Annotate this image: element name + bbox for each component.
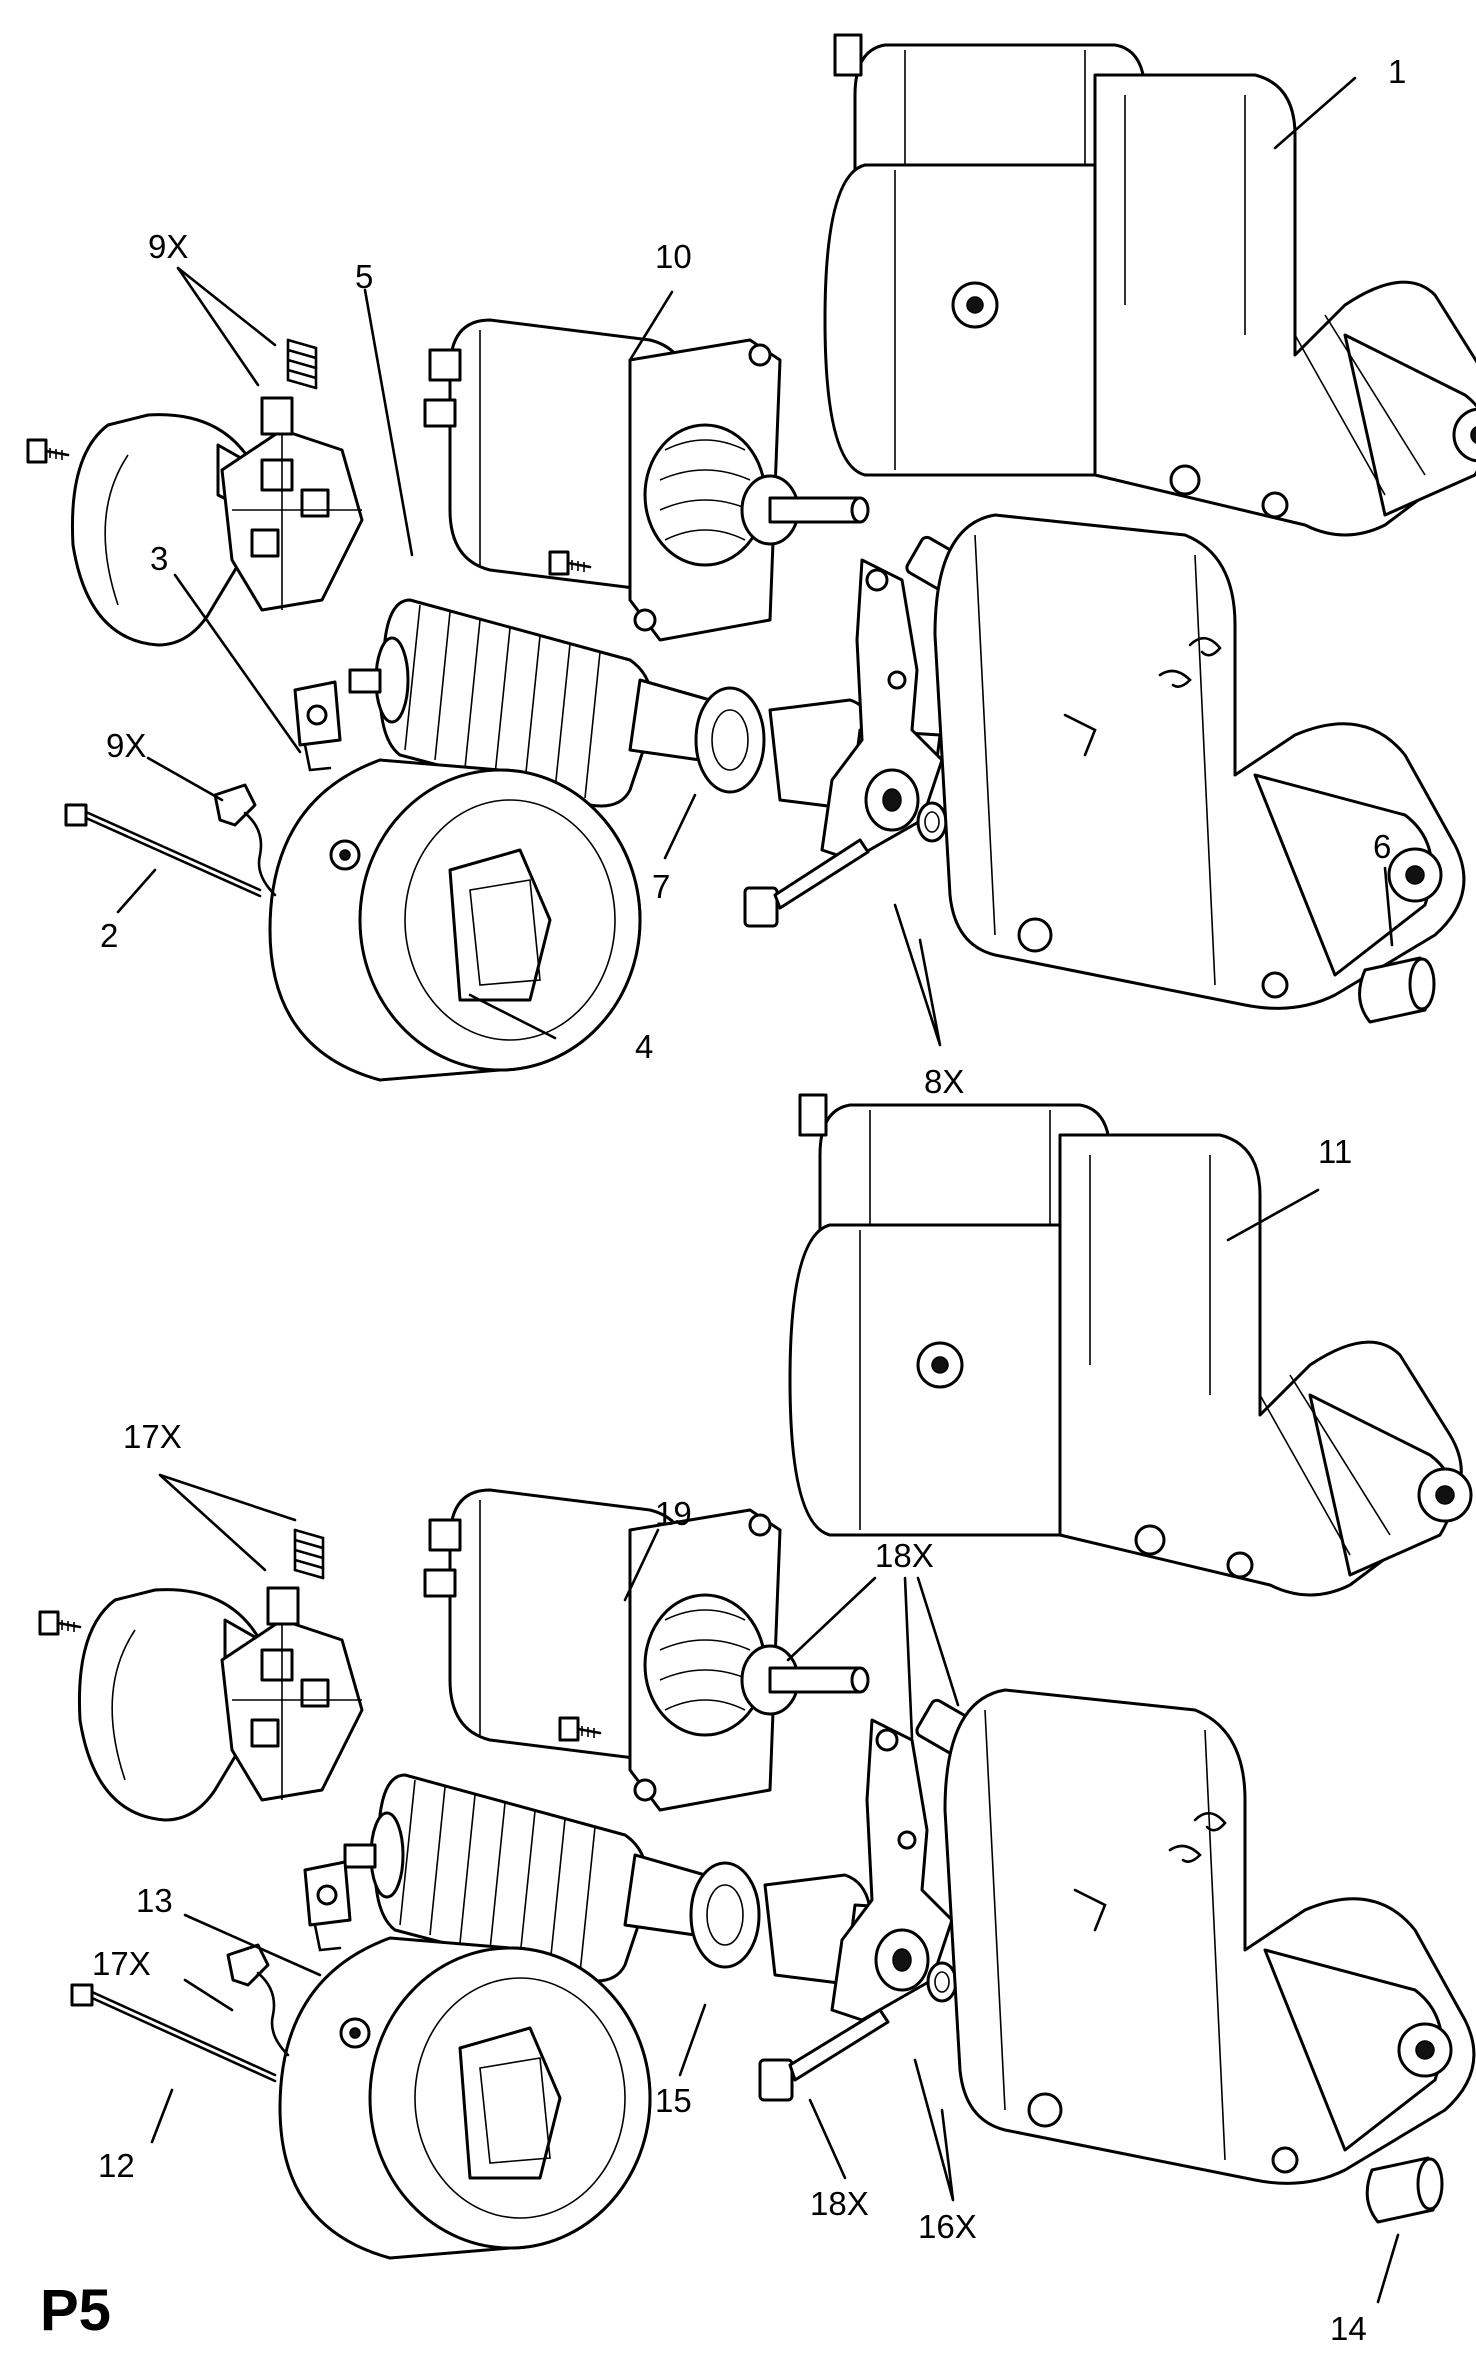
brush-clip-upper <box>260 396 294 436</box>
starter-assembly-complete-lower <box>788 1093 1473 1597</box>
callout-11: 11 <box>1318 1133 1352 1170</box>
brush-spring-lower <box>293 1528 325 1580</box>
callout-15: 15 <box>655 2082 692 2119</box>
solenoid-lower <box>423 1488 870 1812</box>
bush-upper <box>1358 956 1436 1024</box>
brush-holder-lower <box>220 1618 364 1802</box>
bush-lower <box>1365 2156 1444 2224</box>
drive-end-housing-lower <box>943 1688 1476 2185</box>
callout-4: 4 <box>635 1028 653 1065</box>
callout-18x-top: 18X <box>875 1537 934 1574</box>
leader-lines <box>116 76 1400 2304</box>
housing-clip-lower <box>1193 1811 1227 1832</box>
housing-clip-upper <box>1188 636 1222 657</box>
cap-screw-upper <box>26 438 70 464</box>
callout-1: 1 <box>1388 53 1406 90</box>
callout-16x: 16X <box>918 2208 977 2245</box>
starter-assembly-complete-upper <box>823 33 1476 537</box>
callout-7: 7 <box>652 868 670 905</box>
callout-14: 14 <box>1330 2310 1367 2347</box>
field-bracket-upper <box>293 680 342 772</box>
callout-5: 5 <box>355 258 373 295</box>
callout-12: 12 <box>98 2147 135 2184</box>
page-code: P5 <box>40 2278 111 2343</box>
engaging-lever-lower <box>830 1718 958 2022</box>
callout-19: 19 <box>655 1495 692 1532</box>
yoke-upper <box>268 758 642 1082</box>
brush-holder-upper <box>220 428 364 612</box>
fork-bolt-lower <box>758 2008 890 2102</box>
callout-18x-bottom: 18X <box>810 2185 869 2222</box>
callout-8x: 8X <box>924 1063 964 1100</box>
fork-bolt-upper <box>743 838 870 928</box>
callout-13: 13 <box>136 1882 173 1919</box>
callout-3: 3 <box>150 540 168 577</box>
solenoid-upper <box>423 318 870 642</box>
callout-9x-mid: 9X <box>106 727 146 764</box>
field-terminal-lower <box>226 1943 290 2057</box>
callout-17x-top: 17X <box>123 1418 182 1455</box>
through-bolt-lower <box>70 1983 277 2083</box>
through-bolt-upper <box>64 803 262 898</box>
callout-10: 10 <box>655 238 692 275</box>
cap-screw-lower <box>38 1610 82 1636</box>
callout-2: 2 <box>100 917 118 954</box>
callout-6: 6 <box>1373 828 1391 865</box>
yoke-lower <box>278 1936 652 2260</box>
callout-9x-top: 9X <box>148 228 188 265</box>
callout-17x-mid: 17X <box>92 1945 151 1982</box>
drive-end-housing-upper <box>933 513 1466 1010</box>
brush-clip-lower <box>266 1586 300 1626</box>
field-bracket-lower <box>303 1860 352 1952</box>
brush-spring-upper <box>286 338 318 390</box>
